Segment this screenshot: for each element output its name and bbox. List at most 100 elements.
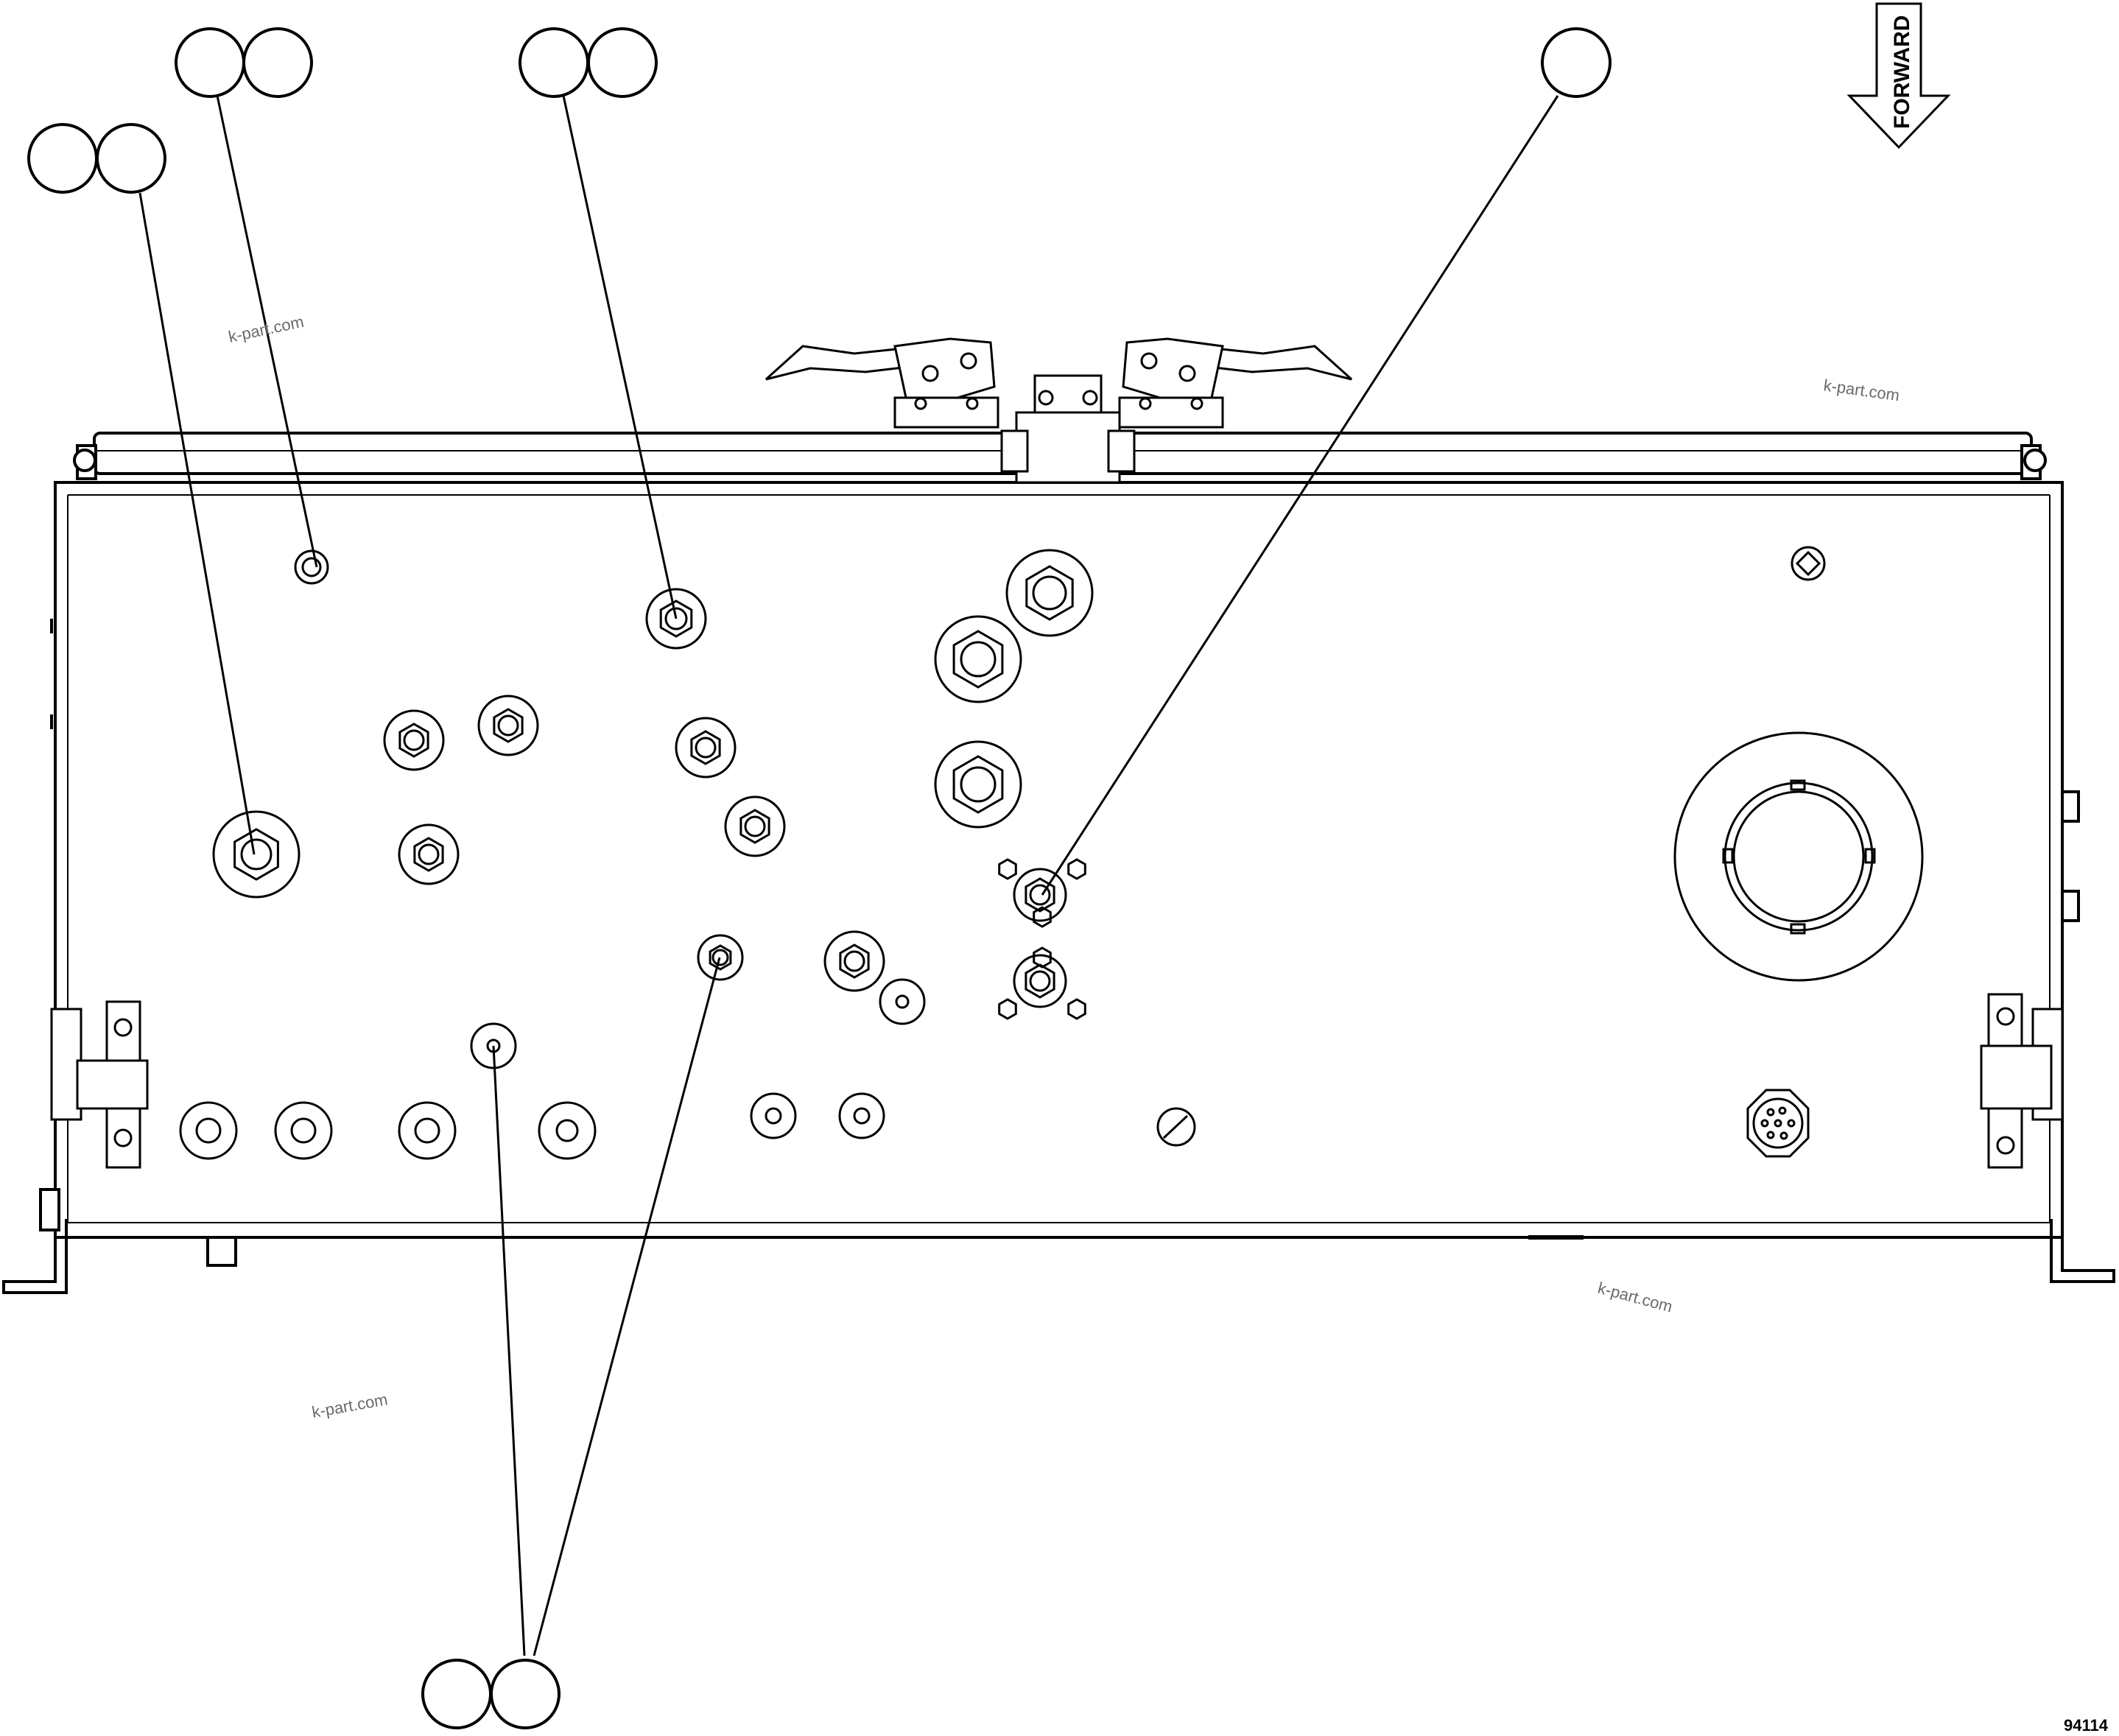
ring-plug	[750, 1092, 797, 1139]
callout-pair-bottom	[421, 1659, 561, 1729]
watermark: k-part.com	[311, 1390, 390, 1422]
hex-nut	[413, 837, 444, 872]
fitting-washer	[934, 615, 1022, 703]
hex-nut	[952, 630, 1004, 689]
leader-line	[1041, 95, 1559, 896]
forward-arrow: FORWARD	[1846, 2, 1951, 150]
diamond-plug	[1791, 546, 1826, 581]
ring-plug-center	[290, 1117, 317, 1144]
callout-bubble	[242, 27, 313, 98]
fitting-washer	[823, 930, 885, 992]
callout-pair-upper-middle	[519, 27, 658, 98]
fitting-bore	[664, 607, 688, 630]
fitting-bore	[1032, 575, 1067, 611]
leader-line	[138, 192, 256, 855]
fitting-washer	[477, 695, 539, 756]
fitting-washer	[675, 717, 737, 779]
small-hex-nut	[998, 858, 1017, 880]
ring-plug	[294, 549, 329, 585]
callout-bubble	[587, 27, 658, 98]
hex-nut	[1025, 877, 1055, 913]
small-hex-nut	[998, 998, 1017, 1020]
ring-plug-center	[853, 1107, 871, 1125]
ring-plug	[179, 1101, 238, 1160]
fitting-washer	[1013, 868, 1067, 922]
leader-line	[492, 1045, 526, 1656]
small-hex-nut	[1033, 946, 1052, 969]
hex-nut	[709, 944, 732, 971]
callout-bubble	[175, 27, 245, 98]
fitting-washer	[1005, 549, 1094, 637]
fitting-washer	[934, 740, 1022, 829]
leader-lines	[138, 95, 1559, 1656]
callout-pair-upper-left	[175, 27, 313, 98]
ring-plug	[538, 1101, 597, 1160]
callout-pair-left	[27, 123, 166, 194]
fitting-bore	[403, 729, 425, 751]
fitting-bore	[744, 815, 766, 837]
fitting-bore	[1029, 884, 1051, 906]
fittings-group	[179, 549, 1196, 1160]
callout-bubble	[421, 1659, 492, 1729]
callout-single-upper-right	[1541, 27, 1612, 98]
fitting-bore	[695, 737, 717, 759]
leader-line	[562, 95, 678, 619]
fitting-bore	[960, 766, 997, 803]
leader-line	[216, 95, 318, 568]
fitting-bore	[1029, 970, 1051, 992]
hex-nut	[739, 809, 770, 844]
ring-plug	[838, 1092, 885, 1139]
fitting-bore	[960, 641, 997, 678]
hex-nut	[233, 828, 279, 881]
fitting-washer	[724, 795, 786, 857]
fitting-washer	[1013, 954, 1067, 1008]
hex-nut	[659, 600, 693, 638]
slotted-screw	[1156, 1107, 1196, 1147]
ring-plug	[274, 1101, 333, 1160]
large-round-port	[1673, 731, 1924, 982]
ring-plug	[879, 978, 926, 1025]
callout-bubble	[490, 1659, 561, 1729]
forward-label: FORWARD	[1890, 15, 1914, 129]
figure-number: 94114	[2064, 1716, 2109, 1735]
right-hinge-bracket	[1980, 993, 2064, 1169]
watermark: k-part.com	[227, 312, 306, 346]
ring-plug-center	[555, 1119, 579, 1142]
fitting-washer	[398, 823, 460, 885]
callout-bubble	[1541, 27, 1612, 98]
hex-nut	[493, 708, 524, 743]
screw-slot	[1162, 1114, 1189, 1139]
fitting-bore	[240, 838, 273, 871]
fitting-bore	[843, 950, 865, 972]
fitting-bore	[711, 949, 729, 966]
ring-plug-center	[765, 1107, 782, 1125]
hex-nut	[1025, 963, 1055, 999]
top-latch-assembly	[765, 337, 1353, 484]
small-hex-nut	[1067, 998, 1086, 1020]
callout-bubbles	[27, 27, 1612, 1729]
fitting-bore	[497, 714, 519, 737]
callout-bubble	[519, 27, 589, 98]
hex-nut	[952, 755, 1004, 814]
fitting-washer	[383, 709, 445, 771]
left-hinge-bracket	[50, 1000, 149, 1169]
ring-plug-center	[195, 1117, 222, 1144]
fitting-washer	[697, 934, 744, 981]
multi-pin-connector	[1746, 1089, 1810, 1158]
ring-plug	[470, 1022, 517, 1069]
small-hex-nut	[1067, 858, 1086, 880]
ring-plug-center	[301, 557, 322, 577]
hex-nut	[398, 723, 429, 758]
fitting-bore	[418, 843, 440, 865]
ring-plug	[398, 1101, 457, 1160]
watermark: k-part.com	[1822, 376, 1900, 404]
hex-nut	[690, 730, 721, 765]
ring-plug-center	[895, 994, 910, 1009]
fitting-washer	[645, 588, 707, 650]
watermark: k-part.com	[1596, 1279, 1675, 1316]
leader-line	[533, 957, 721, 1656]
hex-nut	[839, 943, 870, 979]
small-hex-nut	[1033, 906, 1052, 928]
fitting-washer	[212, 810, 301, 899]
